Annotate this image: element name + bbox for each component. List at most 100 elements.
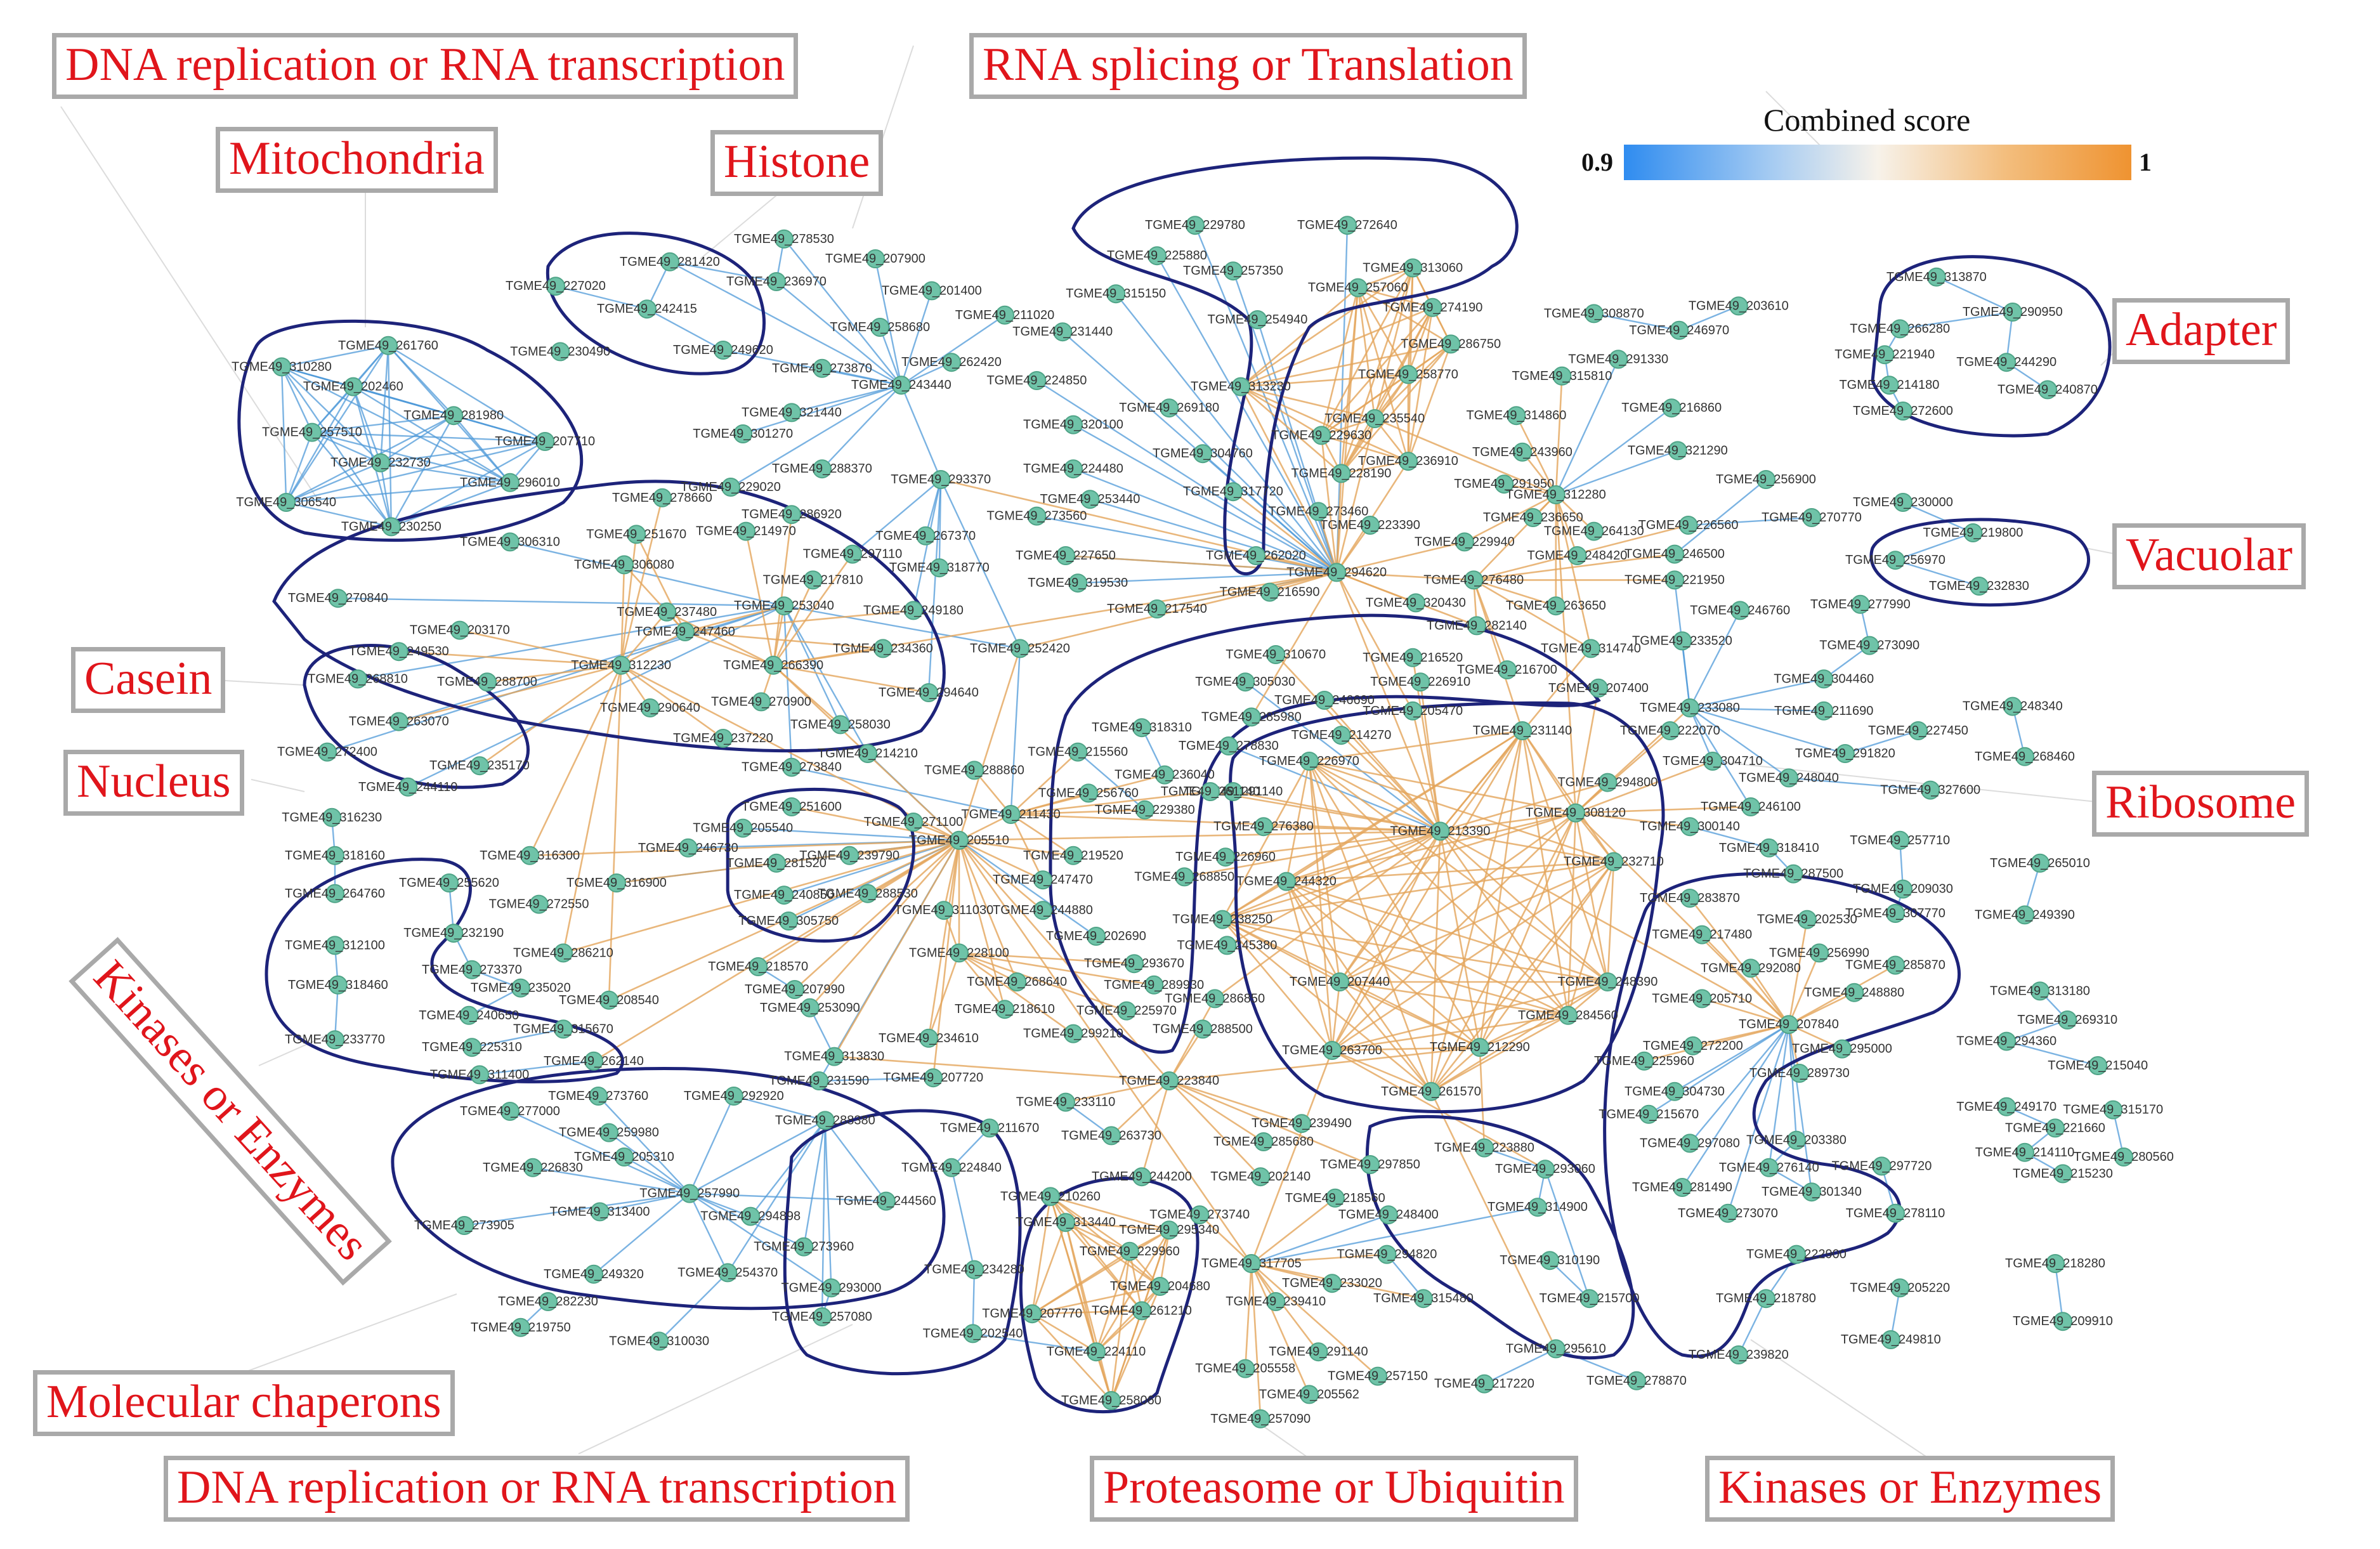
network-node[interactable]: TGME49_223840	[1119, 1071, 1219, 1090]
node-circle[interactable]	[371, 453, 390, 473]
network-node[interactable]: TGME49_268810	[308, 669, 408, 689]
node-circle[interactable]	[2003, 696, 2022, 716]
node-circle[interactable]	[1890, 830, 1910, 850]
network-node[interactable]: TGME49_205470	[1363, 701, 1463, 721]
network-node[interactable]: TGME49_285680	[1213, 1132, 1314, 1151]
node-circle[interactable]	[500, 1102, 520, 1121]
node-circle[interactable]	[1673, 1178, 1692, 1197]
network-node[interactable]: TGME49_285980	[1201, 707, 1302, 727]
node-circle[interactable]	[1881, 1330, 1900, 1349]
network-node[interactable]: TGME49_247460	[635, 622, 735, 641]
node-circle[interactable]	[749, 957, 768, 976]
network-node[interactable]: TGME49_224850	[986, 371, 1087, 390]
network-node[interactable]: TGME49_257090	[1210, 1409, 1311, 1428]
node-circle[interactable]	[1041, 1187, 1060, 1206]
node-circle[interactable]	[1331, 464, 1351, 483]
node-circle[interactable]	[1680, 817, 1699, 837]
network-node[interactable]: TGME49_264760	[285, 884, 385, 903]
network-node[interactable]: TGME49_327600	[1880, 780, 1980, 800]
network-node[interactable]: TGME49_304710	[1663, 752, 1763, 771]
node-circle[interactable]	[1729, 296, 1748, 316]
node-circle[interactable]	[520, 846, 540, 865]
node-circle[interactable]	[733, 818, 753, 838]
node-circle[interactable]	[813, 1307, 832, 1326]
node-circle[interactable]	[1266, 1292, 1286, 1311]
node-circle[interactable]	[660, 252, 679, 271]
node-circle[interactable]	[1692, 989, 1712, 1009]
network-node[interactable]: TGME49_226960	[1175, 847, 1276, 867]
node-circle[interactable]	[500, 473, 520, 492]
node-circle[interactable]	[1872, 1156, 1892, 1176]
node-circle[interactable]	[1797, 910, 1817, 929]
network-node[interactable]: TGME49_255620	[399, 873, 499, 892]
node-circle[interactable]	[1102, 1391, 1121, 1410]
network-node[interactable]: TGME49_207720	[883, 1068, 983, 1088]
network-node[interactable]: TGME49_214270	[1291, 726, 1391, 745]
network-node[interactable]: TGME49_272200	[1643, 1036, 1743, 1056]
node-circle[interactable]	[1604, 852, 1623, 872]
network-node[interactable]: TGME49_253040	[734, 596, 834, 616]
network-node[interactable]: TGME49_215040	[2048, 1056, 2148, 1075]
node-circle[interactable]	[1080, 490, 1100, 509]
network-node[interactable]: TGME49_249390	[1975, 905, 2075, 925]
node-circle[interactable]	[1160, 1071, 1179, 1090]
node-circle[interactable]	[1540, 1251, 1560, 1271]
network-node[interactable]: TGME49_264130	[1544, 521, 1644, 541]
network-node[interactable]: TGME49_317705	[1201, 1254, 1302, 1273]
node-circle[interactable]	[1886, 551, 1905, 570]
node-circle[interactable]	[2015, 747, 2034, 766]
network-node[interactable]: TGME49_244320	[1236, 872, 1337, 891]
node-circle[interactable]	[328, 975, 348, 995]
network-node[interactable]: TGME49_297110	[803, 544, 902, 564]
network-node[interactable]: TGME49_287500	[1743, 864, 1843, 884]
network-node[interactable]: TGME49_233110	[1016, 1092, 1115, 1112]
node-circle[interactable]	[389, 642, 409, 662]
node-circle[interactable]	[611, 655, 631, 675]
network-node[interactable]: TGME49_278830	[1179, 736, 1279, 755]
node-circle[interactable]	[1475, 1138, 1494, 1158]
node-circle[interactable]	[919, 1028, 938, 1048]
network-node[interactable]: TGME49_256970	[1845, 551, 1945, 570]
node-circle[interactable]	[1056, 1213, 1075, 1232]
network-node[interactable]: TGME49_201400	[882, 281, 982, 301]
node-circle[interactable]	[627, 525, 646, 544]
network-node[interactable]: TGME49_244560	[836, 1191, 936, 1211]
node-circle[interactable]	[1300, 1385, 1319, 1404]
node-circle[interactable]	[1546, 485, 1566, 504]
network-node[interactable]: TGME49_273960	[754, 1237, 854, 1257]
network-node[interactable]: TGME49_306540	[236, 493, 336, 512]
network-node[interactable]: TGME49_211430	[961, 805, 1061, 824]
node-circle[interactable]	[1609, 350, 1628, 369]
network-node[interactable]: TGME49_290640	[600, 698, 700, 717]
network-node[interactable]: TGME49_305750	[738, 912, 839, 931]
node-circle[interactable]	[1718, 1203, 1737, 1223]
network-node[interactable]: TGME49_202140	[1210, 1167, 1311, 1187]
node-circle[interactable]	[1254, 817, 1273, 837]
node-circle[interactable]	[1106, 284, 1126, 304]
node-circle[interactable]	[1190, 1205, 1210, 1225]
node-circle[interactable]	[584, 1051, 603, 1071]
node-circle[interactable]	[1579, 1289, 1599, 1309]
network-node[interactable]: TGME49_281420	[620, 252, 720, 271]
network-node[interactable]: TGME49_226970	[1259, 752, 1359, 771]
network-node[interactable]: TGME49_231440	[1012, 322, 1113, 342]
node-circle[interactable]	[1132, 1301, 1151, 1321]
node-circle[interactable]	[995, 1000, 1014, 1019]
network-node[interactable]: TGME49_312100	[285, 936, 385, 955]
node-circle[interactable]	[858, 744, 877, 763]
network-node[interactable]: TGME49_280560	[2074, 1147, 2174, 1167]
network-node[interactable]: TGME49_214970	[696, 521, 796, 541]
network-node[interactable]: TGME49_276140	[1719, 1158, 1819, 1177]
node-circle[interactable]	[1155, 765, 1174, 785]
network-node[interactable]: TGME49_216590	[1220, 582, 1320, 602]
node-circle[interactable]	[965, 761, 984, 780]
node-circle[interactable]	[775, 229, 794, 249]
network-node[interactable]: TGME49_256990	[1769, 943, 1869, 963]
node-circle[interactable]	[325, 884, 344, 903]
node-circle[interactable]	[767, 853, 786, 873]
node-circle[interactable]	[782, 403, 801, 422]
node-circle[interactable]	[1680, 1134, 1699, 1153]
node-circle[interactable]	[876, 1191, 896, 1211]
node-circle[interactable]	[950, 830, 969, 850]
node-circle[interactable]	[1441, 334, 1461, 354]
